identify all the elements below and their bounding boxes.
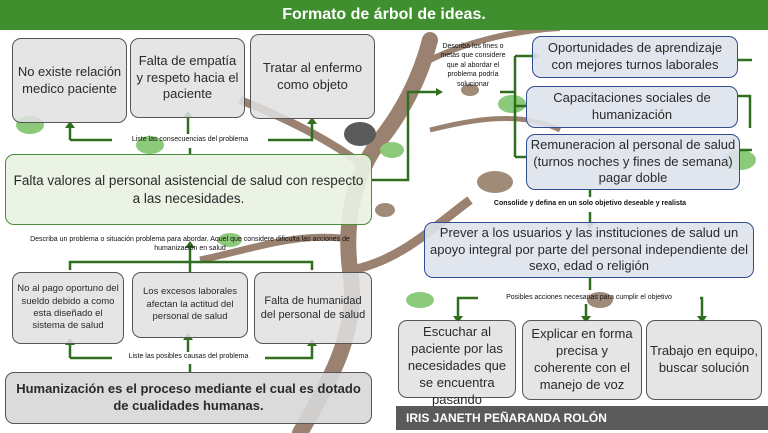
objective-text: Prever a los usuarios y las institucione… [429, 224, 748, 274]
consequence-text-2: Falta de empatía y respeto hacia el paci… [136, 52, 239, 102]
leaf-icon [375, 203, 395, 217]
author-name: IRIS JANETH PEÑARANDA ROLÓN [396, 406, 768, 430]
problem-label: Describa un problema o situación problem… [30, 236, 350, 252]
consequence-connectors [68, 54, 752, 372]
action-box-1: Escuchar al paciente por las necesidades… [398, 320, 516, 407]
consequence-box-3: Tratar al enfermo como objeto [250, 34, 375, 119]
problem-text: Falta valores al personal asistencial de… [13, 172, 364, 206]
goal-text-3: Remuneracion al personal de salud (turno… [530, 136, 736, 186]
consequence-box-1: No existe relación medico paciente [12, 38, 127, 123]
leaf-icon [136, 136, 164, 154]
cause-box-2: Los excesos laborales afectan la actitud… [132, 272, 248, 338]
goal-box-1: Oportunidades de aprendizaje con mejores… [532, 36, 738, 78]
goal-text-2: Capacitaciones sociales de humanización [553, 90, 711, 122]
leaf-icon [406, 292, 434, 308]
action-text-3: Trabajo en equipo, buscar solución [650, 343, 758, 375]
objective-label: Consolide y defina en un solo objetivo d… [493, 200, 687, 207]
leaf-icon [498, 95, 526, 113]
consequence-text-3: Tratar al enfermo como objeto [262, 59, 363, 92]
cause-box-1: No al pago oportuno del sueldo debido a … [12, 272, 124, 344]
cause-text-3: Falta de humanidad del personal de salud [260, 294, 366, 321]
problem-box: Falta valores al personal asistencial de… [5, 154, 372, 225]
goal-text-1: Oportunidades de aprendizaje con mejores… [547, 40, 723, 72]
action-text-1: Escuchar al paciente por las necesidades… [407, 324, 507, 407]
leaf-icon [461, 84, 479, 96]
leaf-icon [344, 122, 376, 146]
leaf-icon [380, 142, 404, 158]
goal-box-2: Capacitaciones sociales de humanización [526, 86, 738, 128]
cause-box-3: Falta de humanidad del personal de salud [254, 272, 372, 344]
objective-box: Prever a los usuarios y las institucione… [424, 222, 754, 278]
tree-branch [199, 233, 356, 264]
action-box-3: Trabajo en equipo, buscar solución [646, 320, 762, 400]
leaf-icon [477, 171, 513, 193]
definition-box: Humanización es el proceso mediante el c… [5, 372, 372, 424]
consequence-text-1: No existe relación medico paciente [17, 63, 122, 96]
tree-branch [351, 196, 473, 275]
leaf-icon [587, 292, 613, 308]
leaf-icon [218, 233, 242, 247]
cause-text-2: Los excesos laborales afectan la actitud… [143, 286, 237, 323]
causes-label: Liste las posibles causas del problema [128, 353, 249, 360]
goals-label: Describa los fines o metas que considere… [440, 43, 506, 88]
page-title: Formato de árbol de ideas. [0, 0, 768, 30]
consequences-label: Liste las consecuencias del problema [131, 136, 249, 143]
actions-label: Posibles acciones necesarias para cumpli… [506, 294, 672, 301]
cause-text-1: No al pago oportuno del sueldo debido a … [17, 283, 119, 332]
consequence-box-2: Falta de empatía y respeto hacia el paci… [130, 38, 245, 118]
definition-text: Humanización es el proceso mediante el c… [16, 381, 361, 413]
goal-box-3: Remuneracion al personal de salud (turno… [526, 134, 740, 190]
action-box-2: Explicar en forma precisa y coherente co… [522, 320, 642, 400]
action-text-2: Explicar en forma precisa y coherente co… [531, 326, 633, 392]
